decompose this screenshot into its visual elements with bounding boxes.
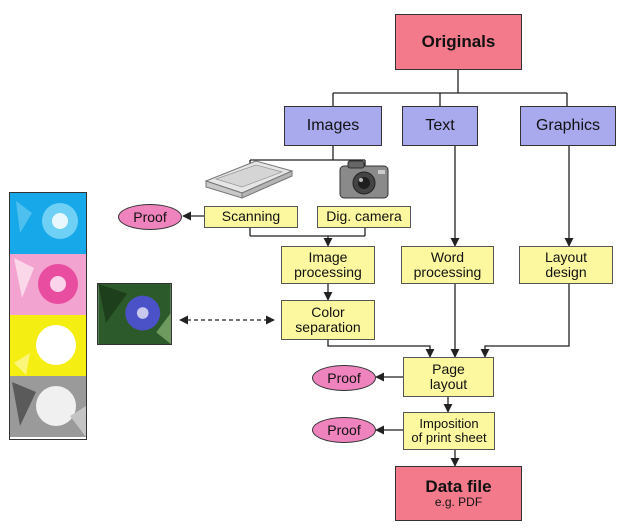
scanning-label: Scanning bbox=[221, 208, 281, 225]
cyan-separation bbox=[10, 193, 86, 254]
scanning-box: Scanning bbox=[204, 206, 298, 228]
dig-camera-box: Dig. camera bbox=[317, 206, 411, 228]
image-processing-line2: processing bbox=[294, 264, 362, 280]
proof-label: Proof bbox=[327, 370, 361, 386]
digital-camera-icon bbox=[339, 160, 389, 199]
layout-design-box: Layout design bbox=[519, 246, 613, 284]
cmyk-separation-strip bbox=[9, 192, 87, 440]
proof-label: Proof bbox=[133, 209, 167, 225]
originals-box: Originals bbox=[395, 14, 522, 70]
data-file-box: Data file e.g. PDF bbox=[395, 466, 522, 521]
layout-design-line2: design bbox=[545, 264, 587, 280]
color-separation-line1: Color bbox=[311, 303, 345, 320]
dig-camera-label: Dig. camera bbox=[326, 208, 402, 225]
imposition-line2: of print sheet bbox=[411, 430, 487, 445]
images-label: Images bbox=[306, 117, 360, 135]
imposition-line1: Imposition bbox=[419, 415, 479, 431]
data-file-label: Data file bbox=[425, 476, 492, 496]
word-processing-box: Word processing bbox=[401, 246, 494, 284]
imposition-box: Imposition of print sheet bbox=[403, 412, 495, 450]
images-box: Images bbox=[284, 106, 382, 146]
color-flower-photo bbox=[97, 283, 172, 345]
proof-oval-page-layout: Proof bbox=[312, 365, 376, 391]
color-separation-line2: separation bbox=[295, 319, 361, 335]
black-separation bbox=[10, 376, 86, 437]
proof-oval-imposition: Proof bbox=[312, 417, 376, 443]
layout-design-line1: Layout bbox=[544, 248, 588, 265]
word-processing-line2: processing bbox=[413, 264, 482, 280]
proof-oval-scanning: Proof bbox=[118, 204, 182, 230]
page-layout-line2: layout bbox=[429, 376, 468, 392]
graphics-label: Graphics bbox=[535, 117, 601, 135]
yellow-separation bbox=[10, 315, 86, 376]
graphics-box: Graphics bbox=[520, 106, 616, 146]
scanner-icon bbox=[204, 160, 294, 199]
image-processing-box: Image processing bbox=[281, 246, 375, 284]
text-box: Text bbox=[402, 106, 478, 146]
page-layout-line1: Page bbox=[432, 360, 465, 377]
originals-label: Originals bbox=[421, 31, 496, 51]
color-separation-box: Color separation bbox=[281, 300, 375, 340]
data-file-sub-label: e.g. PDF bbox=[434, 495, 483, 510]
proof-label: Proof bbox=[327, 422, 361, 438]
page-layout-box: Page layout bbox=[403, 357, 494, 397]
image-processing-line1: Image bbox=[308, 248, 348, 265]
magenta-separation bbox=[10, 254, 86, 315]
text-label: Text bbox=[425, 117, 455, 135]
word-processing-line1: Word bbox=[430, 248, 465, 265]
